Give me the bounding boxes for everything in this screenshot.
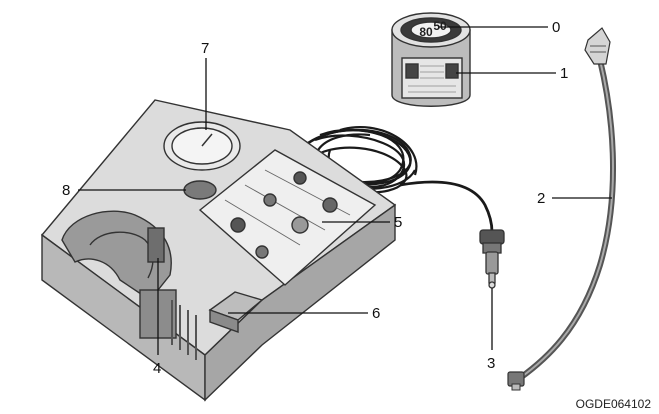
sealant-bottle — [391, 12, 471, 107]
compressor-unit — [40, 99, 397, 402]
callout-2: 2 — [537, 190, 545, 207]
bottle-speed-80: 80 — [419, 25, 433, 39]
callout-4: 4 — [153, 360, 161, 377]
callout-3: 3 — [487, 355, 495, 372]
vent-grille — [171, 300, 197, 360]
callout-1: 1 — [560, 65, 568, 82]
callout-0: 0 — [552, 19, 560, 36]
image-code: OGDE064102 — [576, 397, 652, 411]
filling-hose — [507, 27, 616, 391]
bottle-cradle — [61, 210, 172, 301]
instruction-label — [198, 149, 377, 286]
power-plug — [479, 229, 505, 289]
callout-5: 5 — [394, 214, 402, 231]
bottle-speed-50: 50 — [433, 19, 447, 33]
callout-6: 6 — [372, 305, 380, 322]
deflation-button — [183, 180, 217, 200]
callout-7: 7 — [201, 40, 209, 57]
callout-8: 8 — [62, 182, 70, 199]
leader-lines — [78, 26, 612, 355]
